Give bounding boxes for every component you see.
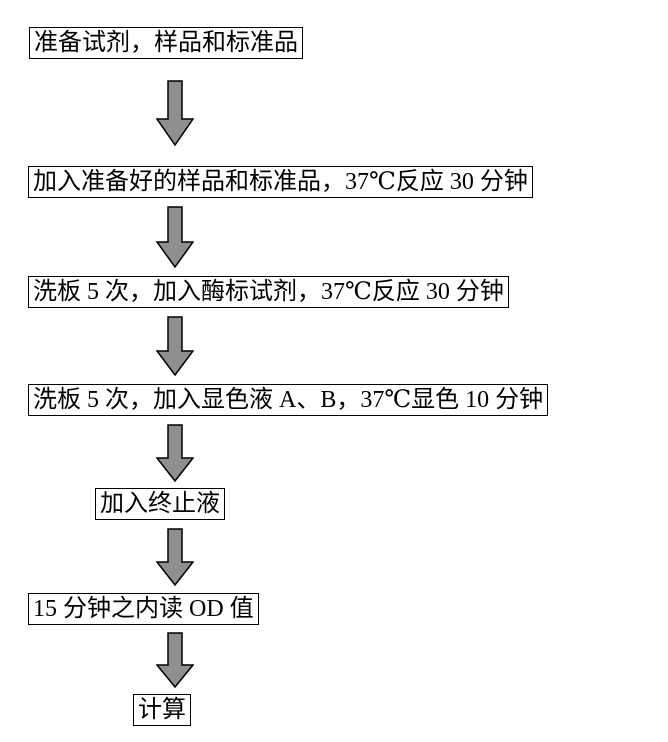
- arrow-down-icon: [156, 80, 194, 146]
- flow-arrow-4: [156, 424, 194, 482]
- flow-arrow-3: [156, 316, 194, 376]
- flow-arrow-1: [156, 80, 194, 146]
- step-prepare-reagents: 准备试剂，样品和标准品: [29, 27, 303, 59]
- step-calculate: 计算: [133, 694, 191, 726]
- step-add-stop-solution: 加入终止液: [95, 488, 225, 520]
- step-wash-add-enzyme: 洗板 5 次，加入酶标试剂，37℃反应 30 分钟: [28, 276, 509, 308]
- arrow-down-icon: [156, 316, 194, 376]
- step-read-od-value: 15 分钟之内读 OD 值: [28, 593, 259, 625]
- flow-arrow-2: [156, 206, 194, 268]
- step-add-samples-standards: 加入准备好的样品和标准品，37℃反应 30 分钟: [28, 166, 533, 198]
- arrow-down-icon: [156, 528, 194, 586]
- arrow-down-icon: [156, 424, 194, 482]
- flow-arrow-6: [156, 632, 194, 688]
- flow-arrow-5: [156, 528, 194, 586]
- step-wash-add-chromogen: 洗板 5 次，加入显色液 A、B，37℃显色 10 分钟: [28, 384, 549, 416]
- arrow-down-icon: [156, 206, 194, 268]
- arrow-down-icon: [156, 632, 194, 688]
